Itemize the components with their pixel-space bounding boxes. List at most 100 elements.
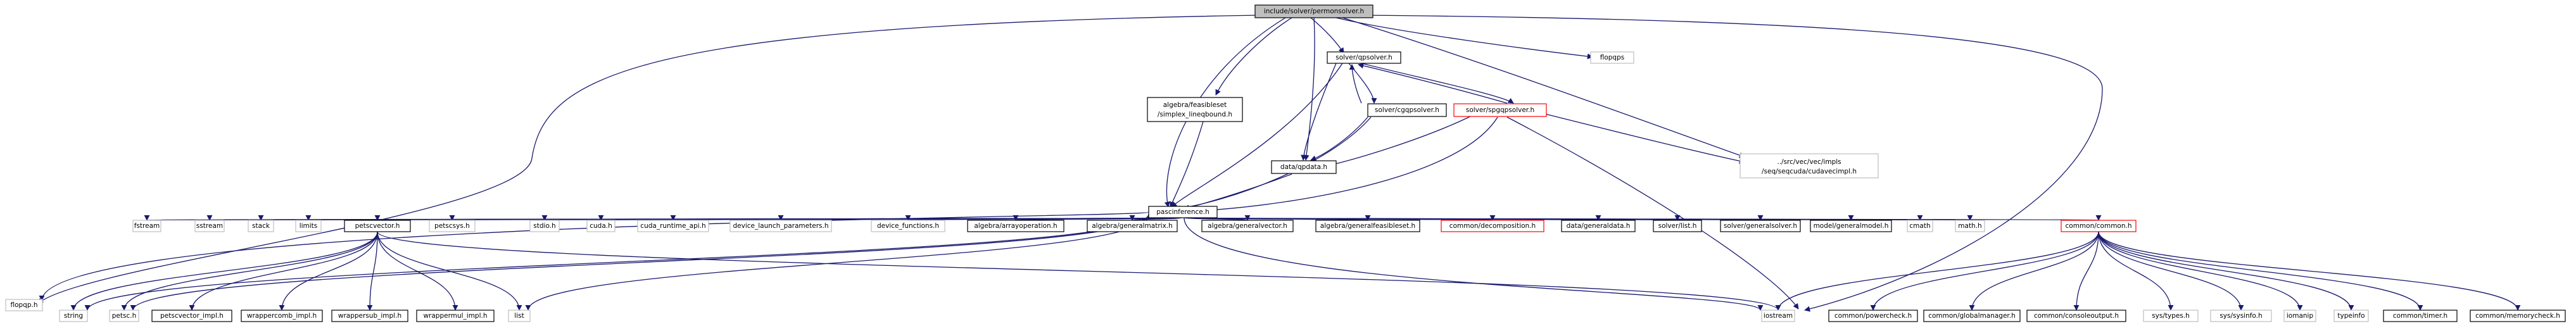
- node-list[interactable]: list: [508, 310, 531, 322]
- edge-common-globalmanager: [1969, 231, 2099, 311]
- node-wrappercomb-impl[interactable]: wrappercomb_impl.h: [241, 310, 323, 322]
- node-consoleoutput-label: common/consoleoutput.h: [2034, 312, 2119, 320]
- edge-spgqpsolver-qpsolver: [1358, 63, 1508, 104]
- node-wrappermul-impl-label: wrappermul_impl.h: [423, 312, 487, 320]
- node-generalsolver[interactable]: solver/generalsolver.h: [1720, 220, 1801, 232]
- node-iomanip[interactable]: iomanip: [2283, 310, 2316, 322]
- edge-petscvector-wrappermul: [377, 231, 458, 311]
- node-solverlist[interactable]: solver/list.h: [1653, 220, 1702, 232]
- node-limits-label: limits: [300, 222, 318, 230]
- node-flopqps[interactable]: flopqps: [1590, 51, 1634, 64]
- node-wrappersub-impl[interactable]: wrappersub_impl.h: [331, 310, 408, 322]
- node-cuda-runtime-api[interactable]: cuda_runtime_api.h: [637, 220, 709, 232]
- node-globalmanager[interactable]: common/globalmanager.h: [1923, 310, 2021, 322]
- node-generalfeasibleset-label: algebra/generalfeasibleset.h: [1320, 222, 1415, 230]
- node-spgqpsolver-label: solver/spgqpsolver.h: [1466, 106, 1534, 114]
- node-math[interactable]: math.h: [1955, 220, 1985, 232]
- node-pascinference-label: pascinference.h: [1156, 208, 1209, 216]
- node-petscsys[interactable]: petscsys.h: [429, 220, 476, 232]
- node-device-functions[interactable]: device_functions.h: [871, 220, 945, 232]
- node-string[interactable]: string: [59, 310, 88, 322]
- row-leaf-deps: string petsc.h petscvector_impl.h wrapperco…: [59, 310, 2566, 322]
- node-generaldata-label: data/generaldata.h: [1567, 222, 1631, 230]
- node-cudavec-label-1: ../src/vec/vec/impls: [1777, 158, 1841, 166]
- node-decomposition[interactable]: common/decomposition.h: [1441, 220, 1544, 232]
- node-petscvector-impl-label: petscvector_impl.h: [160, 312, 224, 320]
- node-spgqpsolver[interactable]: solver/spgqpsolver.h: [1453, 103, 1547, 117]
- edge-pascinference-list: [525, 215, 1149, 311]
- node-arrayoperation-label: algebra/arrayoperation.h: [974, 222, 1057, 230]
- node-memorycheck[interactable]: common/memorycheck.h: [2470, 310, 2566, 322]
- node-systypes-label: sys/types.h: [2152, 312, 2190, 320]
- node-cuda-runtime-api-label: cuda_runtime_api.h: [640, 222, 705, 230]
- node-timer-label: common/timer.h: [2393, 312, 2447, 320]
- edge-spgqpsolver-iostream: [1506, 116, 1799, 310]
- node-arrayoperation[interactable]: algebra/arrayoperation.h: [967, 220, 1064, 232]
- node-syssysinfo-label: sys/sysinfo.h: [2219, 312, 2262, 320]
- node-permonsolver[interactable]: include/solver/permonsolver.h: [1254, 4, 1373, 18]
- node-generalmodel[interactable]: model/generalmodel.h: [1810, 220, 1892, 232]
- node-math-label: math.h: [1958, 222, 1981, 230]
- edges-layer: [37, 15, 2521, 312]
- node-fstream[interactable]: fstream: [132, 220, 161, 232]
- edge-petscvector-string: [70, 231, 378, 311]
- node-simplex-label-2: /simplex_lineqbound.h: [1158, 111, 1232, 118]
- node-generalmatrix[interactable]: algebra/generalmatrix.h: [1087, 220, 1178, 232]
- node-limits[interactable]: limits: [295, 220, 322, 232]
- edge-root-flopqp: [37, 15, 1261, 304]
- node-device-launch-parameters[interactable]: device_launch_parameters.h: [729, 220, 832, 232]
- edge-common-powercheck: [1870, 231, 2099, 311]
- node-iostream[interactable]: iostream: [1761, 310, 1795, 322]
- node-sstream[interactable]: sstream: [194, 220, 225, 232]
- edge-cgqpsolver-qpdata: [1310, 116, 1368, 161]
- node-list-label: list: [514, 312, 524, 320]
- node-syssysinfo[interactable]: sys/sysinfo.h: [2210, 310, 2272, 322]
- node-petscvector-impl[interactable]: petscvector_impl.h: [151, 310, 232, 322]
- edge-common-typeinfo: [2098, 231, 2354, 311]
- node-generalmodel-label: model/generalmodel.h: [1814, 222, 1889, 230]
- node-cmath[interactable]: cmath: [1907, 220, 1933, 232]
- node-generalvector[interactable]: algebra/generalvector.h: [1201, 220, 1294, 232]
- node-cudavecimpl[interactable]: ../src/vec/vec/impls /seq/seqcuda/cudave…: [1739, 153, 1879, 179]
- node-generalfeasibleset[interactable]: algebra/generalfeasibleset.h: [1315, 220, 1420, 232]
- node-globalmanager-label: common/globalmanager.h: [1928, 312, 2016, 320]
- node-solverlist-label: solver/list.h: [1658, 222, 1697, 230]
- node-generaldata[interactable]: data/generaldata.h: [1561, 220, 1636, 232]
- node-cuda[interactable]: cuda.h: [586, 220, 616, 232]
- node-petscsys-label: petscsys.h: [434, 222, 470, 230]
- node-consoleoutput[interactable]: common/consoleoutput.h: [2026, 310, 2126, 322]
- node-simplex-lineqbound[interactable]: algebra/feasibleset /simplex_lineqbound.…: [1147, 97, 1243, 122]
- edge-qpsolver-spgqpsolver: [1361, 63, 1514, 104]
- edge-simplex-pascinference: [1170, 121, 1204, 208]
- node-qpsolver[interactable]: solver/qpsolver.h: [1327, 51, 1401, 64]
- common-edges: [1775, 231, 2521, 311]
- node-timer[interactable]: common/timer.h: [2383, 310, 2458, 322]
- node-stack[interactable]: stack: [248, 220, 274, 232]
- node-wrappermul-impl[interactable]: wrappermul_impl.h: [416, 310, 495, 322]
- node-generalsolver-label: solver/generalsolver.h: [1724, 222, 1797, 230]
- node-typeinfo-label: typeinfo: [2337, 312, 2364, 320]
- node-cgqpsolver[interactable]: solver/cgqpsolver.h: [1367, 103, 1447, 117]
- edge-pascinference-petsc: [130, 214, 1149, 311]
- edge-petscvector-wrappersub: [367, 231, 378, 311]
- node-cuda-label: cuda.h: [590, 222, 612, 230]
- edge-spgqpsolver-cudavec: [1544, 113, 1745, 164]
- node-typeinfo[interactable]: typeinfo: [2333, 310, 2369, 322]
- node-petscvector[interactable]: petscvector.h: [344, 220, 411, 232]
- node-powercheck[interactable]: common/powercheck.h: [1828, 310, 1918, 322]
- node-petsc[interactable]: petsc.h: [109, 310, 139, 322]
- edge-root-cudavec: [1342, 17, 1745, 158]
- node-flopqp[interactable]: flopqp.h: [5, 299, 43, 311]
- node-permonsolver-label: include/solver/permonsolver.h: [1264, 8, 1364, 15]
- node-fstream-label: fstream: [134, 222, 160, 230]
- node-string-label: string: [64, 312, 83, 320]
- node-qpdata-label: data/qpdata.h: [1280, 163, 1327, 171]
- node-pascinference[interactable]: pascinference.h: [1148, 206, 1218, 218]
- row-pascinference-deps: fstream sstream stack limits petscvector.h pe…: [5, 220, 2137, 311]
- node-stdio[interactable]: stdio.h: [529, 220, 560, 232]
- node-common[interactable]: common/common.h: [2061, 220, 2137, 232]
- node-decomposition-label: common/decomposition.h: [1449, 222, 1536, 230]
- edge-pascinference-string: [84, 213, 1149, 311]
- node-qpdata[interactable]: data/qpdata.h: [1271, 160, 1337, 174]
- node-systypes[interactable]: sys/types.h: [2143, 310, 2199, 322]
